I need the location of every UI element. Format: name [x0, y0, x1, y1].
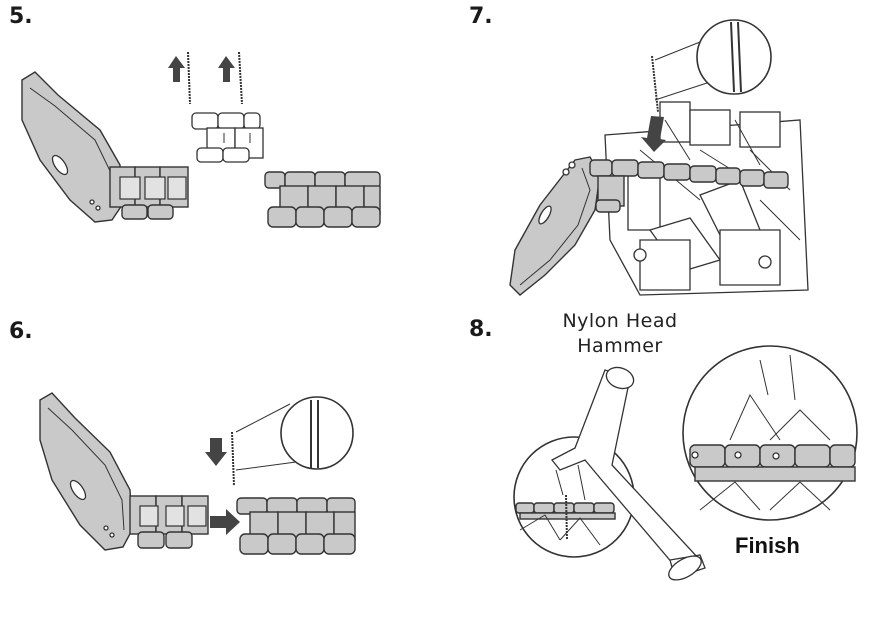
hammer-icon [550, 366, 706, 581]
step8-illustration [513, 345, 858, 581]
step5-arrow-up-left [168, 56, 185, 82]
step7-arrow-down [641, 116, 666, 152]
step5-band-right [264, 171, 381, 228]
step7-magnifier [696, 19, 772, 95]
step6-arrow-down [205, 438, 227, 466]
step6-illustration [39, 392, 356, 555]
step-7-number: 7. [469, 4, 493, 29]
step6-band-right [236, 497, 356, 555]
step-6-number: 6. [9, 319, 33, 344]
step8-finish-circle [682, 345, 858, 521]
step6-attached-links [129, 495, 209, 549]
step5-illustration [21, 51, 381, 228]
step6-pin [231, 431, 235, 487]
step5-removed-links [191, 112, 264, 163]
step8-finish-detail [689, 354, 856, 511]
step7-illustration [509, 19, 809, 296]
step7-pin [651, 55, 659, 113]
hammer-label-line2: Hammer [577, 335, 663, 357]
step6-clasp [39, 392, 133, 551]
step5-clasp [21, 71, 123, 223]
step7-clasp [509, 156, 601, 296]
step8-small-detail [515, 464, 616, 546]
hammer-label: Nylon Head Hammer [540, 309, 700, 359]
step5-pin-left [187, 51, 191, 105]
step-5-number: 5. [9, 4, 33, 29]
step5-pin-right [238, 51, 243, 105]
step7-band [589, 159, 789, 213]
step6-arrow-right [210, 509, 240, 535]
step5-arrow-up-right [218, 56, 235, 82]
hammer-label-line1: Nylon Head [562, 310, 678, 332]
finish-label: Finish [735, 533, 800, 558]
step7-holder-block [604, 101, 809, 296]
step5-attached-links [109, 166, 189, 220]
step-8-number: 8. [469, 317, 493, 342]
